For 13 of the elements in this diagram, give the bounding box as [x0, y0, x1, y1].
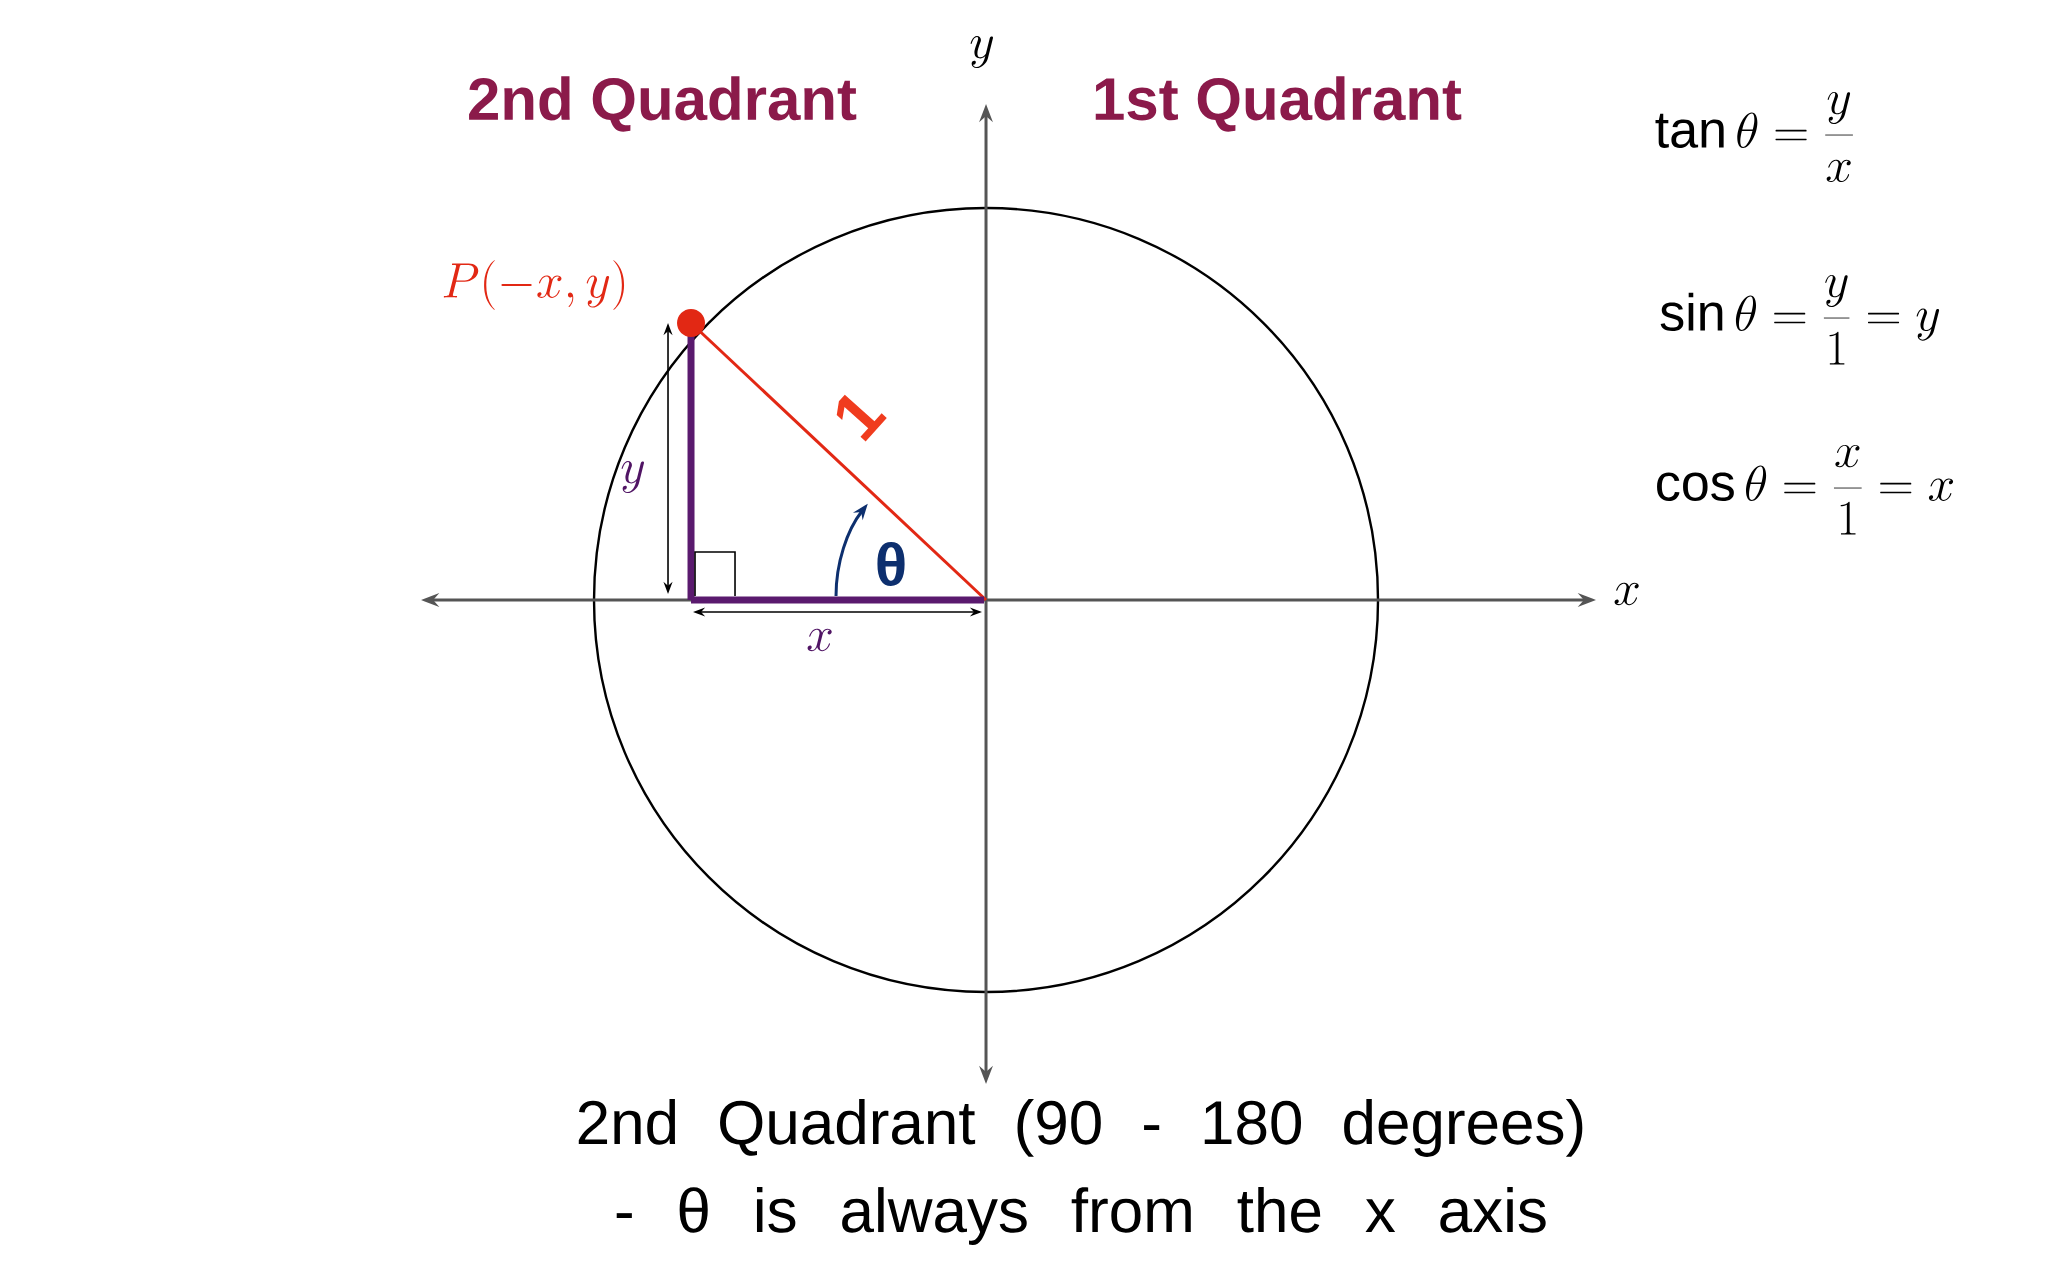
axis-label: $x$ — [1614, 582, 1639, 606]
quadrant-label: 1st Quadrant — [1095, 76, 1462, 132]
axis-label: $y$ — [970, 35, 993, 69]
formula: $\tan\theta = \frac{y}{x}$ — [1655, 91, 1853, 183]
length-label: 1 — [836, 394, 887, 442]
formula: $\sin\theta = \frac{y}{1} = y$ — [1660, 274, 1940, 365]
caption: 2nd Quadrant (90 - 180 degrees) - θ is always from the x axis — [578, 1099, 1583, 1245]
angle-label: θ — [877, 542, 905, 587]
point-label: $P(-x,y)$ — [443, 260, 625, 310]
side-label: $x$ — [807, 628, 832, 652]
quadrant-label: 2nd Quadrant — [469, 76, 857, 132]
side-label: $y$ — [621, 460, 644, 494]
formula: $\cos\theta = \frac{x}{1} = x$ — [1657, 444, 1954, 535]
